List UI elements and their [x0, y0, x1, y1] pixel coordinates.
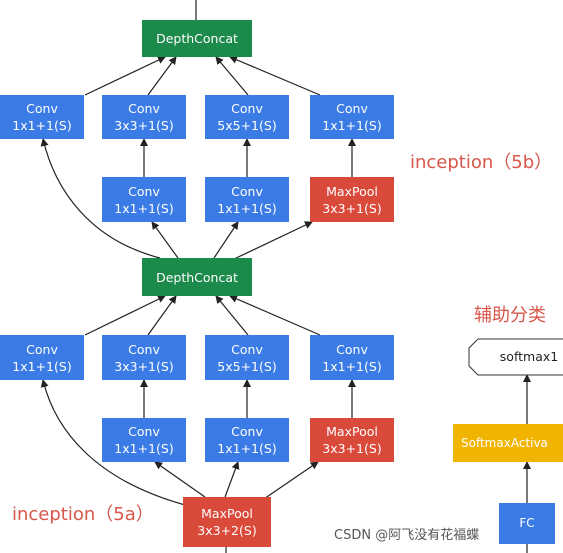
aux-classifier-label: 辅助分类 [474, 305, 546, 326]
arrow [147, 56, 177, 96]
arrow [213, 221, 239, 259]
depthconcat-mid: DepthConcat [142, 258, 252, 296]
node-params: 1x1+1(S) [12, 118, 72, 133]
node-params: 3x3+1(S) [114, 118, 174, 133]
arrow [231, 221, 313, 261]
softmax-activation-label: SoftmaxActiva [461, 435, 548, 450]
node-params: 3x3+1(S) [114, 358, 174, 374]
conv-5a-reduce-5x5: Conv 1x1+1(S) [205, 418, 289, 462]
node-type: Conv [26, 101, 58, 116]
conv-5b-reduce-3x3: Conv 1x1+1(S) [102, 177, 186, 222]
arrow [84, 295, 166, 336]
conv-5a-pool-proj: Conv 1x1+1(S) [310, 335, 394, 380]
conv-5a-1x1: Conv 1x1+1(S) [0, 335, 84, 380]
node-params: 1x1+1(S) [114, 200, 174, 216]
arrow [147, 295, 177, 336]
node-type: MaxPool [326, 183, 378, 199]
node-params: 3x3+1(S) [322, 441, 382, 456]
node-type: Conv [231, 424, 263, 439]
conv-5b-1x1: Conv 1x1+1(S) [0, 95, 84, 139]
depthconcat-mid-label: DepthConcat [156, 269, 238, 285]
node-params: 5x5+1(S) [217, 118, 277, 133]
arrow [215, 56, 249, 96]
arrow [224, 461, 240, 498]
node-params: 5x5+1(S) [217, 358, 277, 374]
watermark: CSDN @阿飞没有花福蝶 [334, 528, 480, 543]
depthconcat-top-label: DepthConcat [156, 31, 238, 46]
node-type: Conv [128, 101, 160, 116]
fc-layer: FC [499, 503, 555, 544]
conv-5b-pool-proj: Conv 1x1+1(S) [310, 95, 394, 139]
conv-5b-reduce-5x5: Conv 1x1+1(S) [205, 177, 289, 222]
arrow [84, 56, 166, 96]
node-type: Conv [336, 101, 368, 116]
node-params: 3x3+1(S) [322, 200, 382, 216]
node-params: 3x3+2(S) [197, 523, 257, 538]
conv-5a-3x3: Conv 3x3+1(S) [102, 335, 186, 380]
node-type: Conv [231, 101, 263, 116]
node-type: Conv [128, 424, 160, 439]
arrow [154, 461, 206, 498]
node-params: 1x1+1(S) [12, 358, 72, 374]
node-params: 1x1+1(S) [322, 118, 382, 133]
fc-label: FC [519, 516, 535, 530]
softmax-octagon [468, 338, 563, 376]
node-type: Conv [128, 183, 160, 199]
conv-5a-5x5: Conv 5x5+1(S) [205, 335, 289, 380]
arrow [215, 295, 249, 336]
conv-5b-3x3: Conv 3x3+1(S) [102, 95, 186, 139]
node-type: Conv [231, 341, 263, 357]
node-type: MaxPool [326, 424, 378, 439]
inception-5a-label: inception（5a） [12, 504, 154, 525]
node-type: Conv [26, 341, 58, 357]
arrow [40, 379, 186, 506]
node-type: Conv [128, 341, 160, 357]
node-type: Conv [231, 183, 263, 199]
arrow [40, 138, 161, 259]
maxpool-5a: MaxPool 3x3+1(S) [310, 418, 394, 462]
arrow [151, 221, 179, 259]
node-params: 1x1+1(S) [217, 441, 277, 456]
conv-5a-reduce-3x3: Conv 1x1+1(S) [102, 418, 186, 462]
inception-5b-label: inception（5b） [410, 152, 553, 173]
node-type: Conv [336, 341, 368, 357]
arrow [229, 295, 321, 336]
node-type: MaxPool [201, 506, 253, 521]
maxpool-input: MaxPool 3x3+2(S) [183, 497, 271, 547]
depthconcat-top: DepthConcat [142, 20, 252, 57]
softmax-label: softmax1 [499, 349, 559, 364]
maxpool-5b: MaxPool 3x3+1(S) [310, 177, 394, 222]
conv-5b-5x5: Conv 5x5+1(S) [205, 95, 289, 139]
node-params: 1x1+1(S) [114, 441, 174, 456]
arrow [229, 56, 321, 96]
node-params: 1x1+1(S) [322, 358, 382, 374]
softmax-activation: SoftmaxActiva [453, 424, 563, 462]
node-params: 1x1+1(S) [217, 200, 277, 216]
